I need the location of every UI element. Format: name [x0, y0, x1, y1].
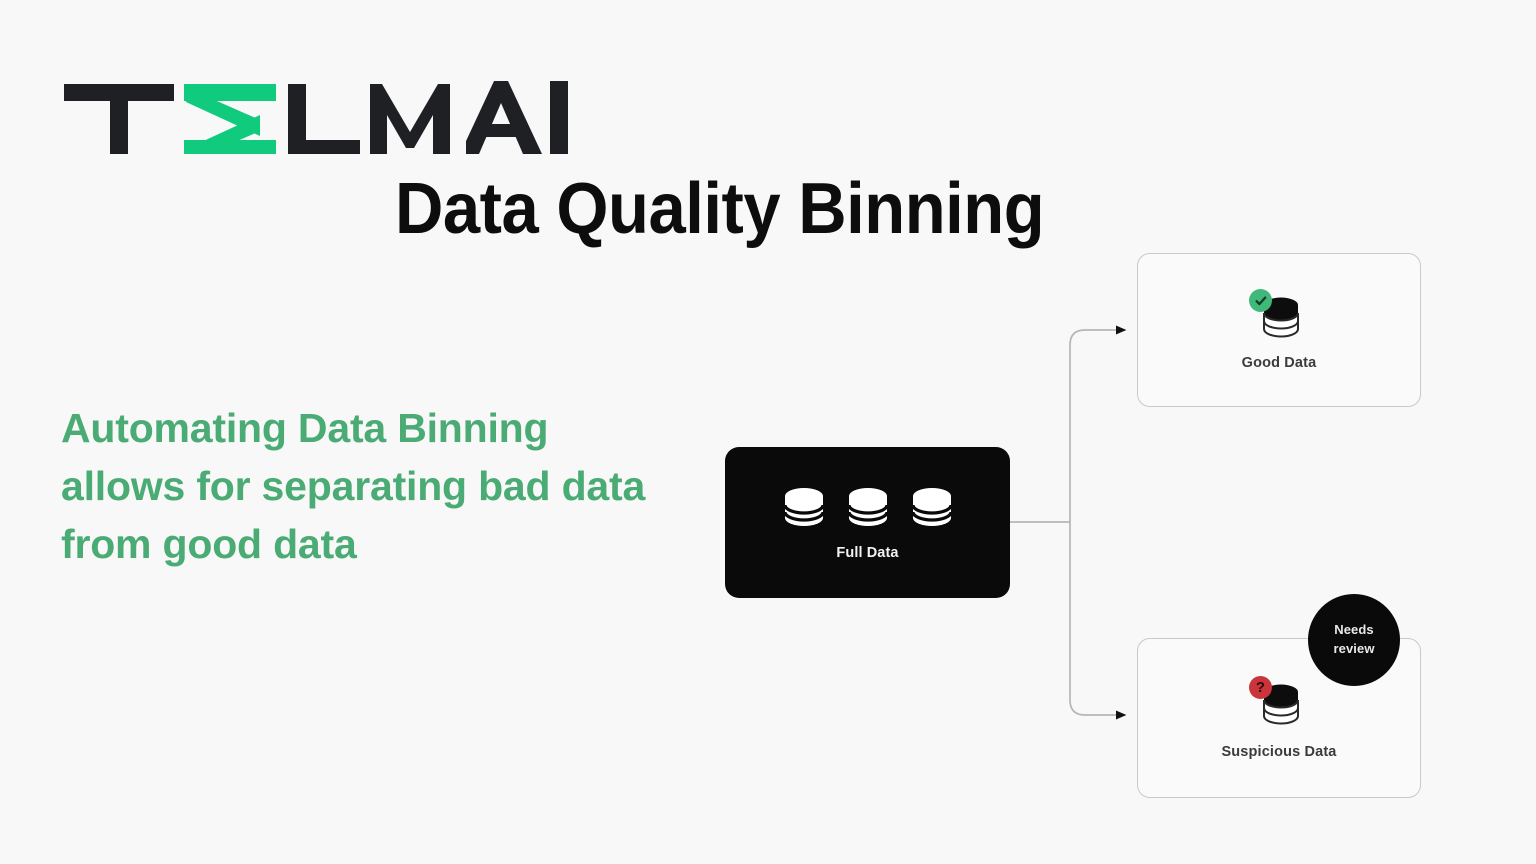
database-icon: [782, 488, 825, 526]
telmai-logo-suffix: [460, 62, 576, 154]
needs-review-line-2: review: [1333, 641, 1375, 656]
database-icon: [1263, 297, 1299, 338]
question-circle-icon: ?: [1249, 676, 1272, 699]
tagline-text: Automating Data Binning allows for separ…: [61, 405, 646, 567]
database-icon: [1263, 684, 1299, 725]
good-data-icon-group: [1249, 289, 1309, 345]
needs-review-line-1: Needs: [1334, 622, 1374, 638]
telmai-logo: [64, 62, 468, 154]
connector-to-good-data: [1069, 325, 1127, 522]
suspicious-data-label: Suspicious Data: [1221, 744, 1337, 760]
suspicious-data-icon-group: ?: [1249, 676, 1309, 732]
database-stack-icon: [780, 484, 956, 532]
good-data-label: Good Data: [1241, 355, 1317, 371]
full-data-label: Full Data: [836, 545, 899, 561]
telmai-logo-mark: [64, 84, 450, 154]
full-data-node[interactable]: Full Data: [725, 447, 1010, 598]
connector-to-suspicious-data: [1069, 522, 1127, 720]
question-mark-glyph: ?: [1255, 679, 1266, 696]
database-icon: [846, 488, 889, 526]
page-title: Data Quality Binning: [395, 169, 1045, 249]
needs-review-badge[interactable]: Needs review: [1308, 594, 1400, 686]
database-icon: [910, 488, 953, 526]
good-data-card[interactable]: Good Data: [1137, 253, 1421, 407]
check-circle-icon: [1249, 289, 1272, 312]
